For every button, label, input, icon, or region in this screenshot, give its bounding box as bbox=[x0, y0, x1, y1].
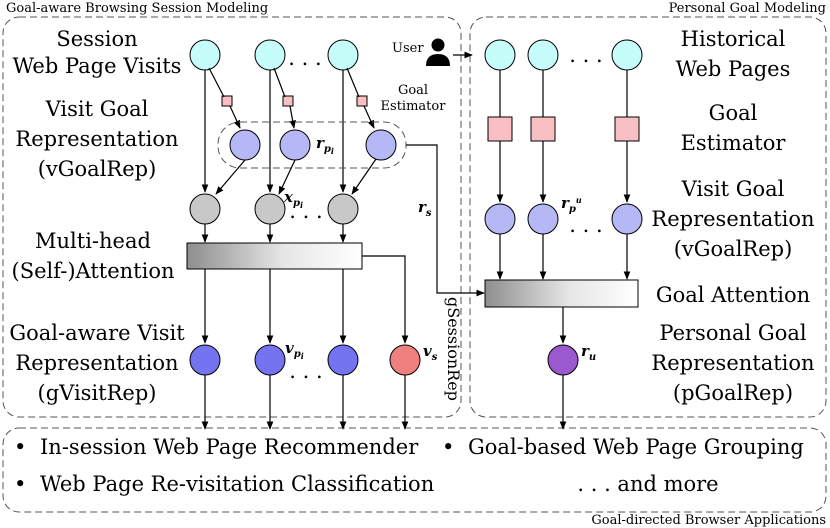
attention-label-line1: Multi-head bbox=[35, 229, 151, 253]
history-ellipsis: . . . bbox=[569, 43, 602, 67]
arrow-estimator3-to-r3 bbox=[363, 105, 375, 129]
vgoalrep-node-2 bbox=[279, 129, 311, 161]
right-vgoalrep-node-3 bbox=[611, 203, 643, 235]
math-r-pi-u: rpu bbox=[561, 194, 582, 215]
v-node-3 bbox=[327, 344, 359, 376]
vgoalrep-node-1 bbox=[229, 129, 261, 161]
multihead-attention-bar bbox=[186, 242, 363, 270]
right-visit-goal-line2: Representation bbox=[651, 207, 814, 231]
right-vgoalrep-ellipsis: . . . bbox=[569, 213, 602, 237]
v-node-1 bbox=[189, 344, 221, 376]
visit-goal-label-line1: Visit Goal bbox=[45, 97, 149, 121]
v-node-2 bbox=[254, 344, 286, 376]
pgoal-label-line2: Representation bbox=[651, 351, 814, 375]
right-vgoalrep-node-1 bbox=[484, 203, 516, 235]
session-ellipsis: . . . bbox=[288, 46, 321, 70]
ru-node bbox=[547, 344, 579, 376]
session-node-1 bbox=[189, 39, 221, 71]
arrow-attention-to-vs bbox=[362, 255, 409, 344]
vgoalrep-node-3 bbox=[365, 129, 397, 161]
line-to-estimator-2 bbox=[273, 67, 286, 98]
pgoal-label-line1: Personal Goal bbox=[659, 321, 806, 345]
app-item-revisitation: Web Page Re-visitation Classification bbox=[40, 472, 434, 496]
line-to-estimator-1 bbox=[208, 67, 225, 98]
user-icon bbox=[426, 38, 450, 66]
math-r-pi-left: rpi bbox=[316, 134, 334, 156]
applications-title: Goal-directed Browser Applications bbox=[591, 513, 826, 528]
x-node-1 bbox=[189, 193, 221, 225]
visit-goal-label-line2: Representation bbox=[15, 127, 178, 151]
app-item-recommender: In-session Web Page Recommender bbox=[40, 435, 419, 459]
pgoal-label-line3: (pGoalRep) bbox=[673, 381, 793, 405]
attention-label-line2: (Self-)Attention bbox=[12, 259, 175, 283]
v-ellipsis: . . . bbox=[289, 359, 322, 383]
goal-estimator-label-line1: Goal bbox=[398, 83, 428, 98]
session-node-2 bbox=[254, 39, 286, 71]
history-node-1 bbox=[484, 39, 516, 71]
right-goal-estimator-3 bbox=[614, 116, 640, 142]
right-goal-estimator-line2: Estimator bbox=[681, 131, 787, 155]
vs-node bbox=[389, 344, 421, 376]
gvisit-label-line2: Representation bbox=[15, 351, 178, 375]
x-node-2 bbox=[254, 193, 286, 225]
arrow-estimator1-to-r1 bbox=[229, 105, 241, 129]
goal-attention-bar bbox=[484, 279, 639, 308]
goal-attention-label: Goal Attention bbox=[656, 283, 810, 307]
goal-estimator-small-3 bbox=[356, 95, 368, 107]
arrow-r1-to-x1 bbox=[215, 159, 246, 195]
session-node-3 bbox=[327, 39, 359, 71]
right-panel-frame bbox=[469, 16, 827, 418]
arrow-estimator2-to-r2 bbox=[289, 105, 296, 129]
app-bullet-2: • bbox=[442, 435, 454, 459]
goal-estimator-small-1 bbox=[221, 95, 233, 107]
gvisit-label-line1: Goal-aware Visit bbox=[9, 321, 185, 345]
history-node-3 bbox=[611, 39, 643, 71]
math-rs: rs bbox=[418, 198, 432, 219]
right-vgoalrep-node-2 bbox=[527, 203, 559, 235]
arrow-r2-to-x2 bbox=[278, 159, 296, 195]
app-item-more: . . . and more bbox=[577, 472, 718, 496]
math-vs: vs bbox=[423, 342, 438, 363]
math-x-pi: xpi bbox=[283, 188, 303, 210]
user-label: User bbox=[392, 41, 424, 56]
arrow-r3-to-x3 bbox=[351, 158, 377, 195]
goal-estimator-small-2 bbox=[282, 95, 294, 107]
visit-goal-label-line3: (vGoalRep) bbox=[38, 157, 157, 181]
right-goal-estimator-line1: Goal bbox=[709, 101, 758, 125]
goal-estimator-label-line2: Estimator bbox=[381, 99, 447, 114]
right-visit-goal-line1: Visit Goal bbox=[681, 177, 785, 201]
gsession-label: gSessionRep bbox=[444, 297, 463, 401]
applications-frame bbox=[2, 427, 827, 513]
right-goal-estimator-2 bbox=[530, 116, 556, 142]
app-bullet-1: • bbox=[14, 435, 26, 459]
left-panel-title: Goal-aware Browsing Session Modeling bbox=[6, 1, 268, 16]
left-panel-frame bbox=[2, 16, 462, 418]
x-node-3 bbox=[327, 193, 359, 225]
session-label-line2: Web Page Visits bbox=[13, 54, 182, 78]
line-to-estimator-3 bbox=[346, 67, 360, 98]
session-label-line1: Session bbox=[56, 27, 137, 51]
x-ellipsis: . . . bbox=[289, 199, 322, 223]
app-item-grouping: Goal-based Web Page Grouping bbox=[468, 435, 804, 459]
right-visit-goal-line3: (vGoalRep) bbox=[674, 237, 793, 261]
history-node-2 bbox=[527, 39, 559, 71]
math-ru: ru bbox=[581, 342, 596, 363]
math-v-pi: vpi bbox=[285, 339, 304, 361]
right-panel-title: Personal Goal Modeling bbox=[669, 1, 826, 16]
app-bullet-3: • bbox=[14, 472, 26, 496]
gvisit-label-line3: (gVisitRep) bbox=[38, 381, 157, 405]
historical-label-line2: Web Pages bbox=[676, 57, 791, 81]
historical-label-line1: Historical bbox=[681, 27, 786, 51]
right-goal-estimator-1 bbox=[487, 116, 513, 142]
arrow-rs-to-goal-attention bbox=[406, 144, 485, 297]
